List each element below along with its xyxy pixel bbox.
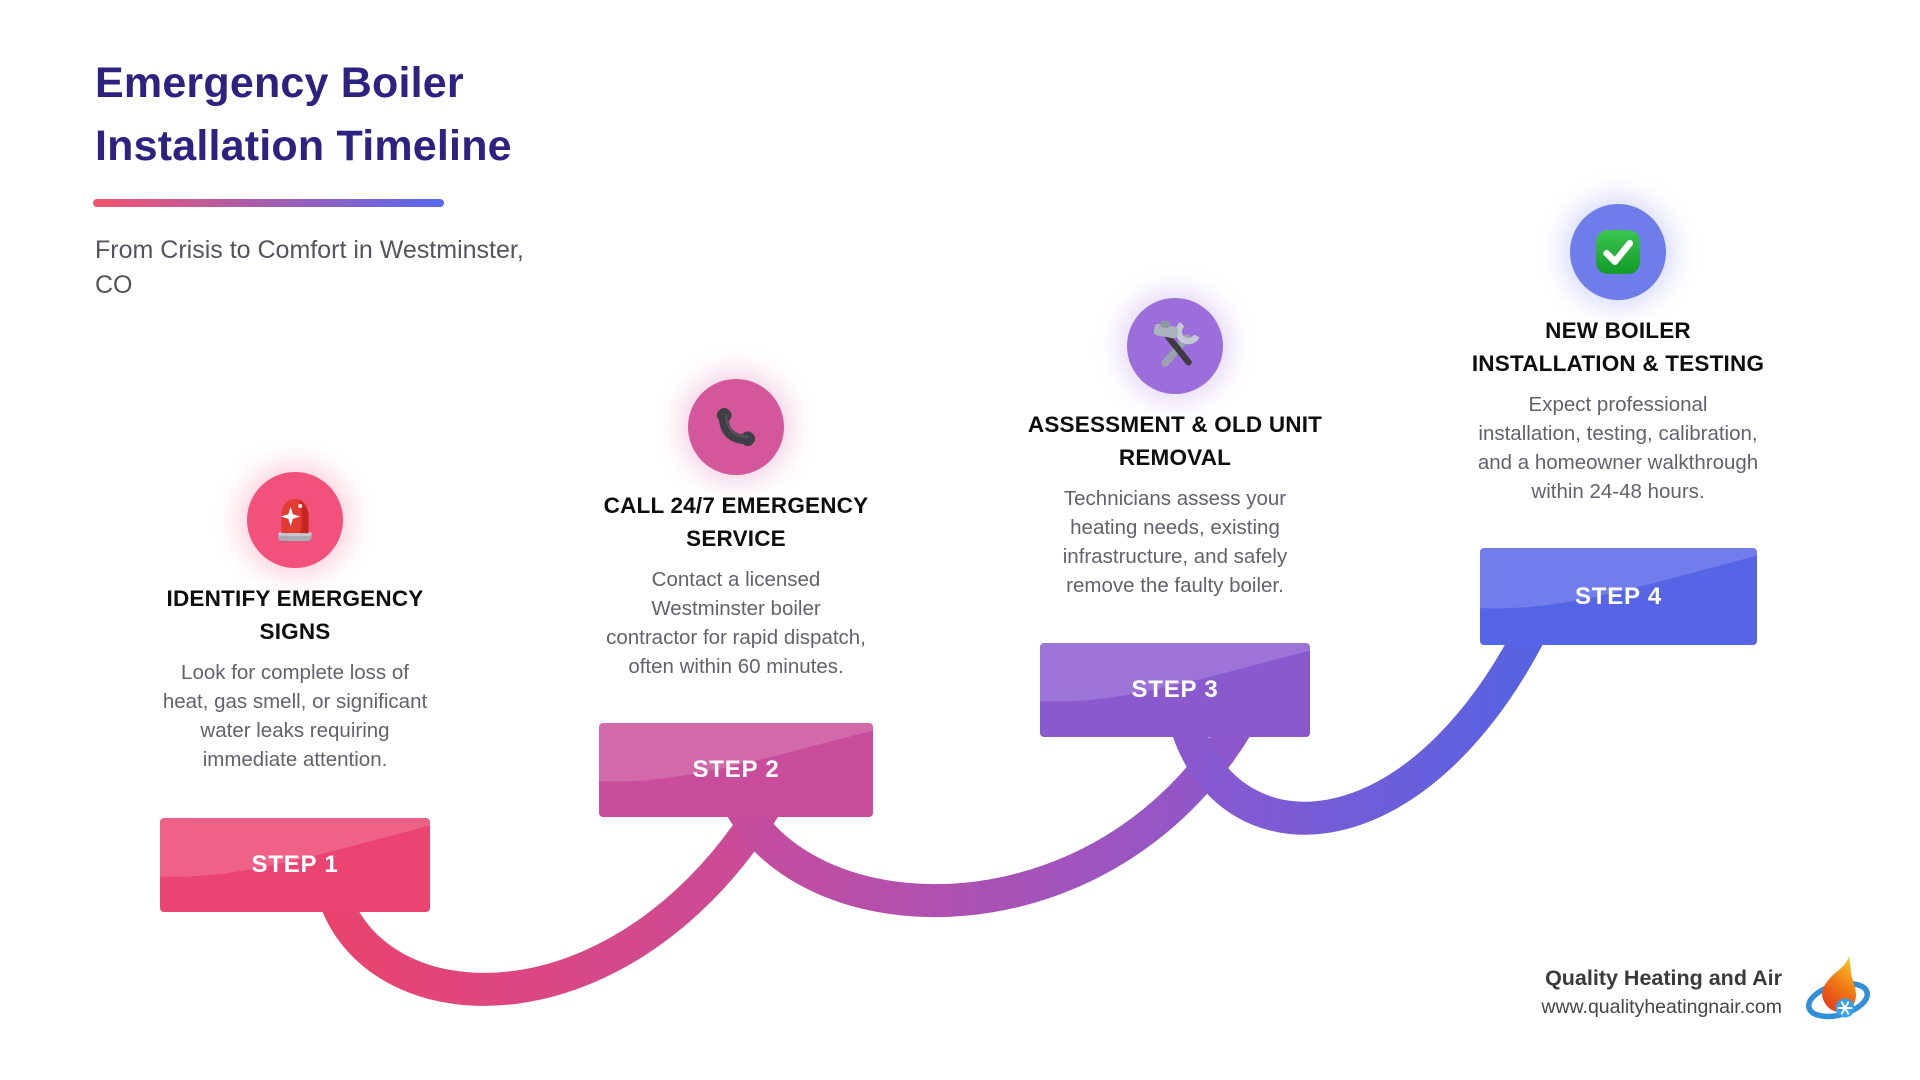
step-2-label-box: STEP 2 [599,723,873,817]
arc-step2-step3 [711,671,1278,918]
step-3-icon-circle [1127,298,1223,394]
step-4-section: NEW BOILER INSTALLATION & TESTING Expect… [1428,204,1808,506]
step-2-section: CALL 24/7 EMERGENCY SERVICE Contact a li… [571,379,901,681]
step-2-label: STEP 2 [692,756,780,783]
brand-name: Quality Heating and Air [1545,966,1782,990]
step-1-label: STEP 1 [251,851,339,878]
title-underline-accent [93,199,444,207]
step-1-description: Look for complete loss of heat, gas smel… [162,661,428,771]
brand-website: www.qualityheatingnair.com [1541,996,1782,1018]
step-3-description: Technicians assess your heating needs, e… [1062,487,1288,597]
brand-text: Quality Heating and Air www.qualityheati… [1541,963,1782,1021]
step-2-icon-circle [688,379,784,475]
step-3-label-box: STEP 3 [1040,643,1310,737]
gloss-highlight [599,723,873,782]
check-icon [1596,230,1640,274]
gloss-highlight [160,818,430,877]
siren-icon [278,499,312,541]
brand-logo-icon [1806,956,1870,1020]
step-4-icon-circle [1570,204,1666,300]
step-3-section: ASSESSMENT & OLD UNIT REMOVAL Technician… [995,298,1355,600]
step-1-icon-circle [247,472,343,568]
step-4-label: STEP 4 [1574,582,1663,610]
step-1-label-box: STEP 1 [160,818,430,912]
gloss-highlight [1480,548,1757,609]
page-subtitle: From Crisis to Comfort in Westminster, C… [95,236,524,299]
step-3-label: STEP 3 [1131,676,1219,703]
step-2-description: Contact a licensed Westminster boiler co… [606,568,866,678]
page-title: Emergency Boiler Installation Timeline [95,59,512,170]
step-3-title: ASSESSMENT & OLD UNIT REMOVAL [1027,412,1323,470]
step-4-label-box: STEP 4 [1480,548,1757,645]
gloss-highlight [1040,643,1310,702]
phone-icon [716,407,756,447]
step-1-title: IDENTIFY EMERGENCY SIGNS [166,586,424,644]
brand-footer: Quality Heating and Air www.qualityheati… [1541,952,1878,1032]
step-4-description: Expect professional installation, testin… [1477,393,1759,503]
arc-step1-step2 [313,754,805,1006]
tools-icon [1153,320,1200,367]
arc-step3-step4 [1172,593,1562,835]
step-4-title: NEW BOILER INSTALLATION & TESTING [1471,318,1765,376]
step-1-section: IDENTIFY EMERGENCY SIGNS Look for comple… [130,472,460,774]
step-2-title: CALL 24/7 EMERGENCY SERVICE [603,493,869,551]
